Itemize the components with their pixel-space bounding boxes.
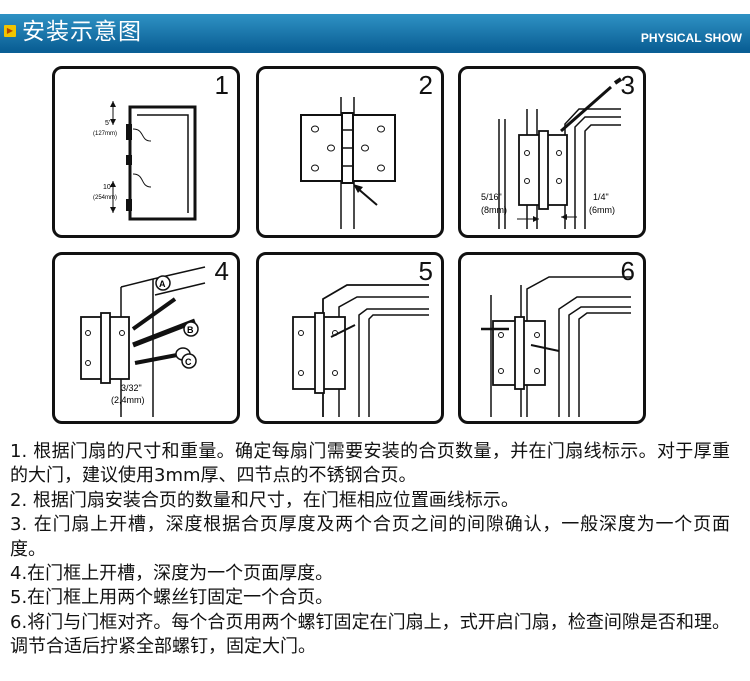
gap-measure-illustration: 5/16" (8mm) 1/4" (6mm) [481, 77, 623, 229]
hinge-closeup-illustration [300, 97, 396, 229]
measure-top-label: 5' [105, 120, 110, 127]
door-measure-illustration: 5' (127mm) 10' (254mm) [93, 101, 197, 221]
marker-c-label: C [185, 357, 192, 367]
drill-size-mm-label: (2,4mm) [111, 395, 145, 405]
step-1-text: 1. 根据门扇的尺寸和重量。确定每扇门需要安装的合页数量，并在门扇线标示。对于厚… [10, 441, 730, 487]
frame-mount-illustration [292, 284, 429, 417]
install-panel-2: 2 [256, 66, 444, 238]
panel-number: 2 [418, 70, 433, 100]
measure-top-mm-label: (127mm) [93, 131, 117, 137]
step-2-text: 2. 根据门扇安装合页的数量和尺寸，在门框相应位置画线标示。 [10, 489, 519, 511]
panel-number: 5 [418, 256, 433, 286]
panel-number: 6 [620, 256, 635, 286]
section-title: 安装示意图 [22, 19, 142, 45]
header-underline [0, 50, 750, 53]
gap-left-mm-label: (8mm) [481, 205, 507, 215]
header-bar [0, 14, 750, 50]
install-panel-4: A B C 3/32" (2,4mm) 4 [52, 252, 240, 424]
marker-b-label: B [187, 325, 194, 335]
gap-right-mm-label: (6mm) [589, 205, 615, 215]
panel-number: 3 [620, 70, 635, 100]
panel-number: 4 [214, 256, 229, 286]
install-panel-1: 5' (127mm) 10' (254mm) 1 [52, 66, 240, 238]
measure-bottom-label: 10' [103, 184, 112, 191]
measure-bottom-mm-label: (254mm) [93, 195, 117, 201]
step-5-text: 5.在门框上用两个螺丝钉固定一个合页。 [10, 587, 334, 609]
marker-a-label: A [159, 279, 166, 289]
play-icon: ▶ [4, 25, 16, 37]
install-panel-3: 5/16" (8mm) 1/4" (6mm) 3 [458, 66, 646, 238]
step-6-text: 6.将门与门框对齐。每个合页用两个螺钉固定在门扇上，式开启门扇，检查间隙是否和理… [10, 611, 730, 658]
door-align-illustration [481, 276, 631, 417]
gap-left-label: 5/16" [481, 192, 502, 202]
drilling-illustration: A B C 3/32" (2,4mm) [80, 266, 206, 417]
drill-size-label: 3/32" [121, 383, 142, 393]
panel-number: 1 [214, 70, 229, 100]
step-4-text: 4.在门框上开槽，深度为一个页面厚度。 [10, 563, 334, 585]
section-subtitle: PHYSICAL SHOW [640, 31, 742, 45]
install-panel-5: 5 [256, 252, 444, 424]
section-header: ▶ 安装示意图 PHYSICAL SHOW [0, 0, 750, 53]
install-panel-6: 6 [458, 252, 646, 424]
step-3-text: 3. 在门扇上开槽，深度根据合页厚度及两个合页之间的间隙确认，一般深度为一个页面… [10, 514, 730, 560]
install-steps: 1. 根据门扇的尺寸和重量。确定每扇门需要安装的合页数量，并在门扇线标示。对于厚… [10, 440, 730, 660]
gap-right-label: 1/4" [593, 192, 609, 202]
